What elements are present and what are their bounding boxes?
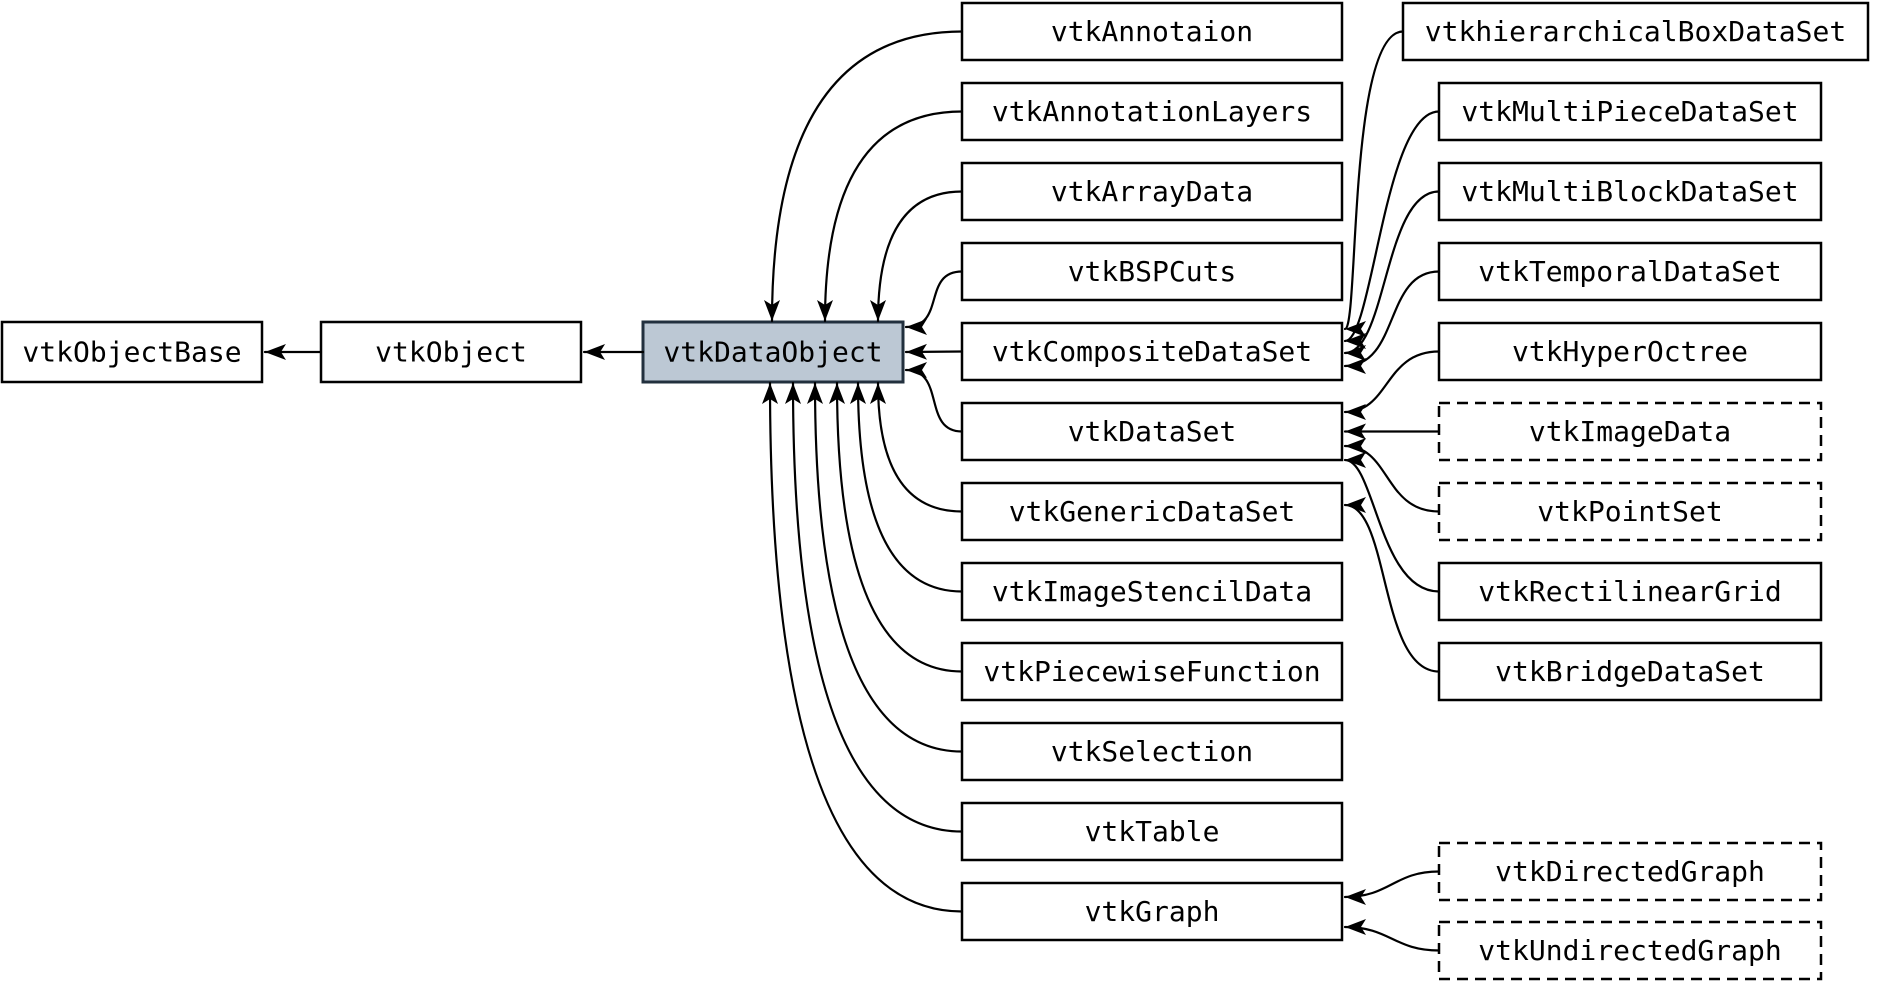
node-vtkSelection: vtkSelection: [960, 721, 1344, 782]
node-label: vtkhierarchicalBoxDataSet: [1425, 15, 1846, 48]
node-box: [1437, 241, 1823, 302]
edge-vtkDataSet--to--vtkDataObject: [904, 362, 964, 433]
edge-vtkImageStencilData--to--vtkDataObject: [850, 381, 964, 593]
edge-vtkHyperOctree--to--vtkDataSet: [1343, 350, 1441, 420]
edge-vtkDirectedGraph--to--vtkGraph: [1343, 870, 1441, 905]
edge-vtkBridgeDataSet--to--vtkGenericDataSet: [1343, 497, 1441, 673]
node-box: [960, 1, 1344, 62]
node-label: vtkRectilinearGrid: [1478, 575, 1781, 608]
edge-vtkUndirectedGraph--to--vtkGraph: [1343, 919, 1441, 952]
node-label: vtkDataSet: [1068, 415, 1237, 448]
edge-vtkMultiBlockDataSet--to--vtkCompositeDataSet: [1343, 190, 1441, 361]
node-label: vtkTable: [1085, 815, 1220, 848]
node-label: vtkMultiPieceDataSet: [1461, 95, 1798, 128]
node-box: [960, 481, 1344, 542]
node-vtkMultiPieceDataSet: vtkMultiPieceDataSet: [1437, 81, 1823, 142]
edge-vtkRectilinearGrid--to--vtkDataSet: [1343, 452, 1441, 593]
node-label: vtkTemporalDataSet: [1478, 255, 1781, 288]
node-label: vtkSelection: [1051, 735, 1253, 768]
node-vtkAnnotationLayers: vtkAnnotationLayers: [960, 81, 1344, 142]
node-box: [1437, 481, 1823, 542]
node-vtkhierarchicalBoxDataSet: vtkhierarchicalBoxDataSet: [1401, 1, 1870, 62]
node-box: [319, 320, 583, 384]
node-vtkUndirectedGraph: vtkUndirectedGraph: [1437, 920, 1823, 981]
node-label: vtkCompositeDataSet: [992, 335, 1312, 368]
edge-vtkGraph--to--vtkDataObject: [762, 381, 964, 913]
node-vtkDataSet: vtkDataSet: [960, 401, 1344, 462]
node-box: [0, 320, 264, 384]
node-box: [960, 561, 1344, 622]
node-label: vtkImageData: [1529, 415, 1731, 448]
edge-vtkAnnotationLayers--to--vtkDataObject: [817, 110, 964, 323]
edges-layer: [263, 30, 1441, 952]
node-box: [960, 241, 1344, 302]
node-label: vtkDataObject: [663, 336, 882, 369]
node-label: vtkArrayData: [1051, 175, 1253, 208]
node-label: vtkMultiBlockDataSet: [1461, 175, 1798, 208]
node-vtkImageData: vtkImageData: [1437, 401, 1823, 462]
edge-vtkPiecewiseFunction--to--vtkDataObject: [829, 381, 964, 673]
node-vtkPointSet: vtkPointSet: [1437, 481, 1823, 542]
node-box: [1437, 561, 1823, 622]
node-box: [1437, 841, 1823, 902]
node-box: [1437, 641, 1823, 702]
edge-vtkMultiPieceDataSet--to--vtkCompositeDataSet: [1343, 110, 1441, 349]
node-label: vtkUndirectedGraph: [1478, 934, 1781, 967]
node-vtkObject: vtkObject: [319, 320, 583, 384]
node-vtkObjectBase: vtkObjectBase: [0, 320, 264, 384]
node-vtkDirectedGraph: vtkDirectedGraph: [1437, 841, 1823, 902]
node-vtkGenericDataSet: vtkGenericDataSet: [960, 481, 1344, 542]
edge-vtkBSPCuts--to--vtkDataObject: [904, 270, 964, 335]
node-box: [1437, 321, 1823, 382]
node-box: [960, 641, 1344, 702]
node-box: [1437, 920, 1823, 981]
node-vtkBridgeDataSet: vtkBridgeDataSet: [1437, 641, 1823, 702]
node-box: [960, 881, 1344, 942]
edge-vtkAnnotaion--to--vtkDataObject: [764, 30, 964, 323]
edge-vtkhierarchicalBoxDataSet--to--vtkCompositeDataSet: [1343, 30, 1405, 337]
edge-vtkSelection--to--vtkDataObject: [807, 381, 964, 753]
edge-vtkArrayData--to--vtkDataObject: [870, 190, 964, 323]
node-vtkGraph: vtkGraph: [960, 881, 1344, 942]
edge-vtkTemporalDataSet--to--vtkCompositeDataSet: [1343, 270, 1441, 374]
node-vtkTemporalDataSet: vtkTemporalDataSet: [1437, 241, 1823, 302]
edge-vtkCompositeDataSet--to--vtkDataObject: [904, 343, 964, 360]
node-label: vtkPiecewiseFunction: [983, 655, 1320, 688]
node-box: [960, 801, 1344, 862]
node-vtkAnnotaion: vtkAnnotaion: [960, 1, 1344, 62]
node-label: vtkGenericDataSet: [1009, 495, 1296, 528]
node-label: vtkBSPCuts: [1068, 255, 1237, 288]
node-vtkPiecewiseFunction: vtkPiecewiseFunction: [960, 641, 1344, 702]
node-label: vtkHyperOctree: [1512, 335, 1748, 368]
node-label: vtkGraph: [1085, 895, 1220, 928]
node-label: vtkObjectBase: [22, 336, 241, 369]
node-label: vtkAnnotationLayers: [992, 95, 1312, 128]
node-vtkRectilinearGrid: vtkRectilinearGrid: [1437, 561, 1823, 622]
node-vtkCompositeDataSet: vtkCompositeDataSet: [960, 321, 1344, 382]
node-vtkHyperOctree: vtkHyperOctree: [1437, 321, 1823, 382]
node-label: vtkAnnotaion: [1051, 15, 1253, 48]
edge-vtkPointSet--to--vtkDataSet: [1343, 438, 1441, 513]
node-box: [960, 81, 1344, 142]
node-vtkImageStencilData: vtkImageStencilData: [960, 561, 1344, 622]
node-label: vtkBridgeDataSet: [1495, 655, 1765, 688]
node-label: vtkObject: [375, 336, 527, 369]
node-vtkTable: vtkTable: [960, 801, 1344, 862]
node-box: [960, 721, 1344, 782]
edge-vtkTable--to--vtkDataObject: [785, 381, 964, 833]
node-vtkBSPCuts: vtkBSPCuts: [960, 241, 1344, 302]
node-label: vtkPointSet: [1537, 495, 1722, 528]
node-box: [641, 320, 905, 384]
node-vtkMultiBlockDataSet: vtkMultiBlockDataSet: [1437, 161, 1823, 222]
node-vtkDataObject: vtkDataObject: [641, 320, 905, 384]
node-label: vtkImageStencilData: [992, 575, 1312, 608]
node-label: vtkDirectedGraph: [1495, 855, 1765, 888]
edge-vtkGenericDataSet--to--vtkDataObject: [870, 381, 964, 513]
node-vtkArrayData: vtkArrayData: [960, 161, 1344, 222]
